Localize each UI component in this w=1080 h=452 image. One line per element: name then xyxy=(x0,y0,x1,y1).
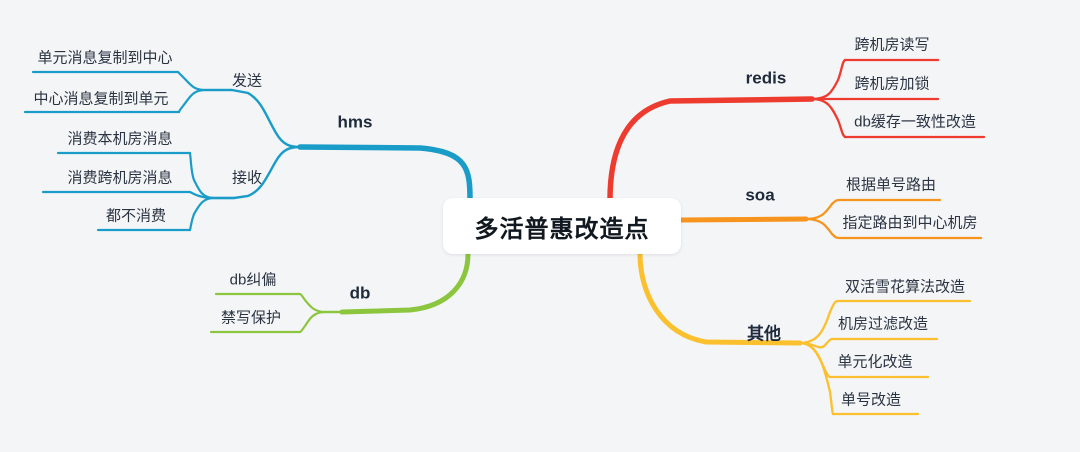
leaf-label-db-cache-consistency[interactable]: db缓存一致性改造 xyxy=(854,113,976,131)
branch-wires-db xyxy=(209,251,471,334)
group-label-send[interactable]: 发送 xyxy=(231,72,263,90)
trunk-redis xyxy=(607,96,815,203)
group-line-send-2 xyxy=(177,88,234,114)
leaf-label-center-to-unit[interactable]: 中心消息复制到单元 xyxy=(33,90,169,108)
hms-fork-2 xyxy=(232,145,302,200)
group-line-recv-3 xyxy=(188,196,236,232)
leaf-label-unitization[interactable]: 单元化改造 xyxy=(837,353,913,371)
leaf-label-order-no[interactable]: 单号改造 xyxy=(840,391,902,409)
leaf-label-unit-to-center[interactable]: 单元消息复制到中心 xyxy=(37,49,173,67)
branch-label-db[interactable]: db xyxy=(349,283,371,303)
leaf-label-route-by-order[interactable]: 根据单号路由 xyxy=(845,176,937,194)
leaf-label-route-to-center[interactable]: 指定路由到中心机房 xyxy=(842,214,978,232)
trunk-hms xyxy=(297,144,473,203)
soa-fork-1 xyxy=(804,198,842,221)
group-label-receive[interactable]: 接收 xyxy=(231,169,263,187)
leaf-label-snowflake[interactable]: 双活雪花算法改造 xyxy=(844,278,966,296)
leaf-label-cross-dc-lock[interactable]: 跨机房加锁 xyxy=(854,75,930,93)
db-fork-2 xyxy=(298,310,344,334)
redis-fork-1 xyxy=(810,58,847,101)
other-fork-1 xyxy=(798,299,840,345)
soa-fork-2 xyxy=(804,217,842,240)
branch-wires-redis xyxy=(607,58,986,203)
root-node-label: 多活普惠改造点 xyxy=(474,215,650,243)
leaf-label-consume-cross[interactable]: 消费跨机房消息 xyxy=(67,169,173,187)
leaf-label-consume-local[interactable]: 消费本机房消息 xyxy=(67,130,173,148)
branch-wires-other xyxy=(637,251,972,416)
group-line-send xyxy=(176,70,234,92)
branch-wires-hms xyxy=(23,70,473,232)
trunk-soa xyxy=(678,216,809,223)
db-fork-1 xyxy=(298,292,344,314)
group-line-recv-1 xyxy=(188,151,236,200)
branch-wires-soa xyxy=(678,198,983,240)
trunk-db xyxy=(339,251,471,315)
leaf-label-no-consume[interactable]: 都不消费 xyxy=(105,207,167,225)
trunk-other xyxy=(637,251,803,346)
leaf-label-dc-filter[interactable]: 机房过滤改造 xyxy=(837,315,929,333)
leaf-label-write-protection[interactable]: 禁写保护 xyxy=(220,309,282,327)
other-fork-4 xyxy=(798,341,835,416)
branch-label-other[interactable]: 其他 xyxy=(747,324,781,344)
redis-fork-3 xyxy=(810,97,847,139)
leaf-label-db-correction[interactable]: db纠偏 xyxy=(229,271,277,289)
leaf-label-cross-dc-rw[interactable]: 跨机房读写 xyxy=(854,36,930,54)
hms-fork xyxy=(230,88,302,149)
branch-label-hms[interactable]: hms xyxy=(337,112,373,132)
branch-label-redis[interactable]: redis xyxy=(745,68,787,88)
root-node[interactable]: 多活普惠改造点 xyxy=(443,198,681,254)
branch-label-soa[interactable]: soa xyxy=(745,185,775,205)
other-fork-2 xyxy=(798,337,834,349)
